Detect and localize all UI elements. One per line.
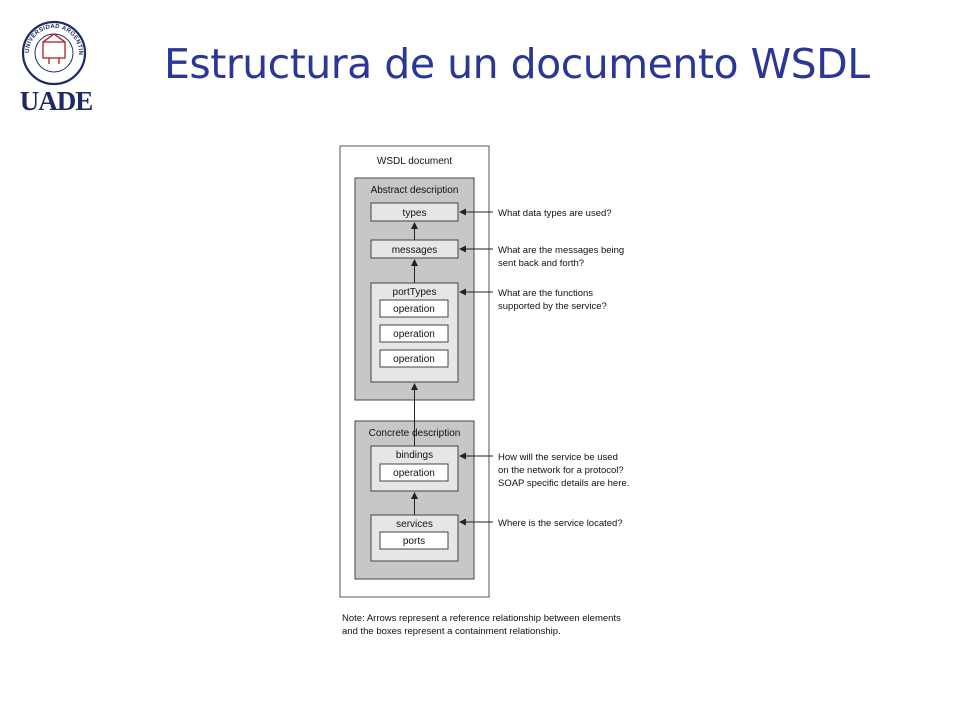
diagram-note: Note: Arrows represent a reference relat… (342, 613, 621, 637)
annotation-line: sent back and forth? (498, 258, 584, 269)
porttypes-label: portTypes (393, 287, 437, 298)
operation-box (379, 324, 449, 343)
types-label: types (403, 208, 427, 219)
binding-operation-box (379, 463, 449, 482)
annotation-bindings: How will the service be used on the netw… (498, 452, 629, 489)
operation-label: operation (393, 354, 435, 365)
svg-text:UADE: UADE (20, 86, 93, 116)
annotation-line: SOAP specific details are here. (498, 478, 629, 489)
annotation-types: What data types are used? (498, 208, 612, 219)
messages-label: messages (392, 245, 438, 256)
operation-box (379, 349, 449, 368)
ports-box (379, 531, 449, 550)
operation-label: operation (393, 329, 435, 340)
annotation-porttypes: What are the functions supported by the … (498, 288, 607, 312)
annotation-line: supported by the service? (498, 301, 607, 312)
binding-operation-label: operation (393, 468, 435, 479)
types-box (370, 202, 459, 222)
wsdl-document-label: WSDL document (377, 156, 452, 167)
annotation-messages: What are the messages being sent back an… (498, 245, 627, 269)
operation-label: operation (393, 304, 435, 315)
annotation-line: Where is the service located? (498, 518, 623, 529)
operation-box (379, 299, 449, 318)
services-label: services (396, 519, 433, 530)
annotation-line: How will the service be used (498, 452, 618, 463)
uade-logo: UNIVERSIDAD ARGENTINA DE LA EMPRESA UADE (13, 12, 96, 116)
annotation-services: Where is the service located? (498, 518, 623, 529)
page-title: Estructura de un documento WSDL (164, 40, 870, 88)
annotation-line: on the network for a protocol? (498, 465, 624, 476)
annotation-line: What data types are used? (498, 208, 612, 219)
bindings-label: bindings (396, 450, 433, 461)
annotation-line: What are the messages being (498, 245, 624, 256)
annotation-line: What are the functions (498, 288, 593, 299)
ports-label: ports (403, 536, 425, 547)
abstract-description-label: Abstract description (371, 185, 459, 196)
